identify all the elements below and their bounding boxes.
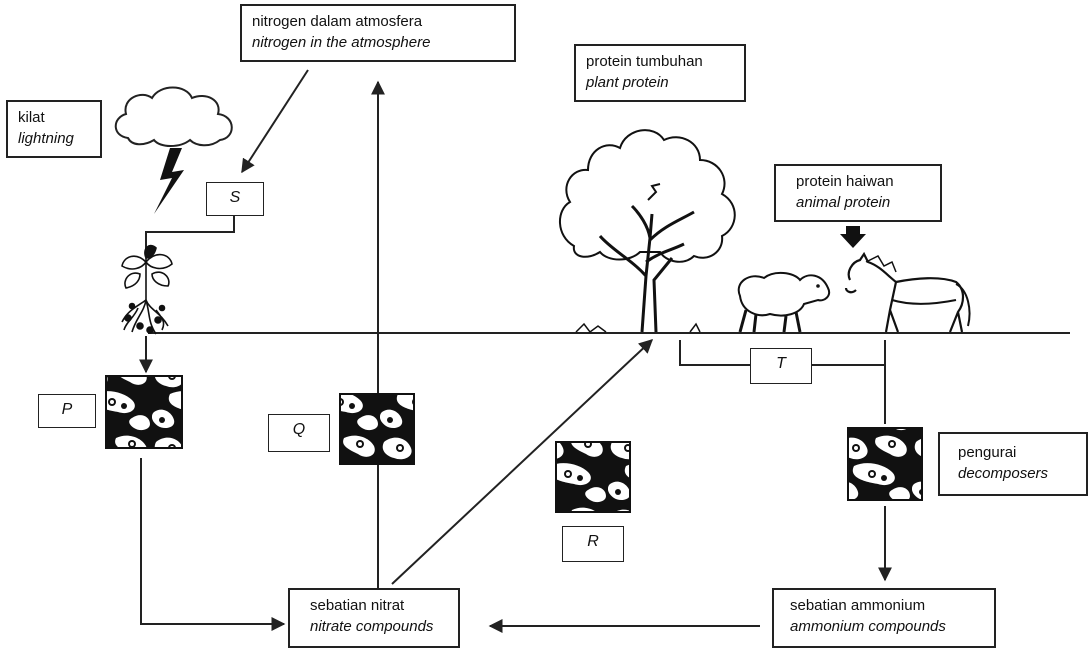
label-s: S [206,182,264,216]
plant-protein-label-en: plant protein [586,74,669,91]
ammonium-label-en: ammonium compounds [790,618,946,635]
nitrate-label-en: nitrate compounds [310,618,434,635]
label-q: Q [268,414,330,452]
bacteria-icon [555,441,631,513]
lightning-bolt-icon [154,148,184,214]
atmosphere-box: nitrogen dalam atmosfera nitrogen in the… [240,4,516,62]
label-r: R [562,526,624,562]
cloud-icon [114,86,233,147]
lightning-box: kilat lightning [6,100,102,158]
plant-protein-label-ms: protein tumbuhan [586,53,703,70]
nitrate-box: sebatian nitrat nitrate compounds [288,588,460,648]
horse-icon [844,251,971,333]
arrow-atmosphere-to-s [241,69,309,174]
arrow-nitrate-to-plant-protein [391,339,654,585]
ammonium-label-ms: sebatian ammonium [790,597,926,614]
line-s-to-plant [145,214,235,250]
line-tree-to-t [679,340,752,366]
bacteria-icon [847,427,923,501]
animal-protein-box: protein haiwan animal protein [774,164,942,222]
animal-protein-label-en: animal protein [796,194,891,211]
decomposers-label-ms: pengurai [958,444,1017,461]
legume-plant-icon [121,244,173,335]
animal-protein-arrow-icon [840,226,866,248]
atmosphere-label-ms: nitrogen dalam atmosfera [252,13,423,30]
label-t: T [750,348,812,384]
decomposers-label-en: decomposers [958,465,1049,482]
tree-icon [559,129,736,334]
bacteria-icon [105,375,183,449]
nitrate-label-ms: sebatian nitrat [310,597,405,614]
atmosphere-label-en: nitrogen in the atmosphere [252,34,431,51]
decomposers-box: pengurai decomposers [938,432,1088,496]
bacteria-icon [339,393,415,465]
arrow-p-to-nitrate [140,458,286,631]
animal-protein-label-ms: protein haiwan [796,173,894,190]
lightning-label-en: lightning [18,130,74,147]
lightning-label-ms: kilat [18,109,45,126]
sheep-icon [737,272,830,333]
label-p: P [38,394,96,428]
ammonium-box: sebatian ammonium ammonium compounds [772,588,996,648]
plant-protein-box: protein tumbuhan plant protein [574,44,746,102]
